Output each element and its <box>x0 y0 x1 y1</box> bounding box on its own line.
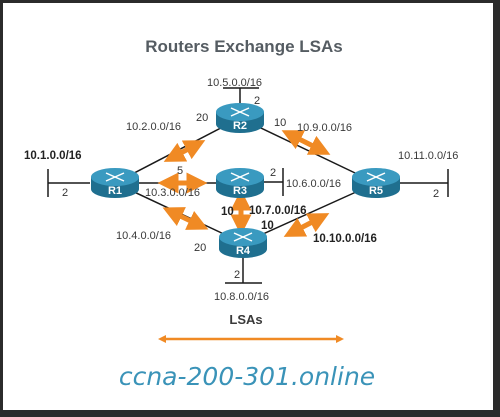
router-r1: R1 <box>91 168 139 198</box>
router-label-r3: R3 <box>233 185 247 197</box>
network-label-10-10: 10.10.0.0/16 <box>313 233 377 245</box>
network-label-10-7: 10.7.0.0/16 <box>249 205 307 217</box>
lsa-arrow-r1-r2 <box>163 140 206 162</box>
lsa-arrow-r2-r5 <box>281 130 331 155</box>
network-label-10-3: 10.3.0.0/16 <box>145 187 200 199</box>
network-label-10-2: 10.2.0.0/16 <box>126 121 181 133</box>
lsa-arrow-r1-r4 <box>162 207 209 230</box>
cost-r1-r4: 20 <box>194 242 206 254</box>
cost-r5-lan: 2 <box>433 188 439 200</box>
network-label-10-6: 10.6.0.0/16 <box>286 178 341 190</box>
cost-r2-lan: 2 <box>254 95 260 107</box>
router-label-r2: R2 <box>233 120 247 132</box>
link-r4-r5 <box>242 182 377 244</box>
network-label-10-9: 10.9.0.0/16 <box>297 122 352 134</box>
router-label-r5: R5 <box>369 185 383 197</box>
router-r3: R3 <box>216 168 264 198</box>
diagram-title: Routers Exchange LSAs <box>145 37 342 56</box>
network-label-10-4: 10.4.0.0/16 <box>116 230 171 242</box>
network-label-10-8: 10.8.0.0/16 <box>214 291 269 303</box>
router-r4: R4 <box>219 228 267 258</box>
cost-r1-r2: 20 <box>196 112 208 124</box>
router-label-r4: R4 <box>236 245 251 257</box>
cost-r3-lan: 2 <box>270 167 276 179</box>
router-label-r1: R1 <box>108 185 122 197</box>
lsa-arrow-r4-r5 <box>283 213 330 237</box>
lsa-arrows <box>157 130 345 344</box>
network-label-10-11: 10.11.0.0/16 <box>398 150 458 162</box>
network-label-10-5: 10.5.0.0/16 <box>207 77 262 89</box>
watermark-text: ccna-200-301.online <box>119 362 375 391</box>
cost-r4-lan: 2 <box>234 269 240 281</box>
cost-r4-r3: 10 <box>261 220 274 232</box>
router-r2: R2 <box>216 103 264 133</box>
cost-r2-r5: 10 <box>274 117 286 129</box>
cost-r1-r3: 5 <box>177 165 183 177</box>
lsa-legend-label: LSAs <box>229 312 262 327</box>
network-label-10-1: 10.1.0.0/16 <box>24 150 82 162</box>
cost-r3-r4: 10 <box>221 206 234 218</box>
router-r5: R5 <box>352 168 400 198</box>
cost-r1-lan: 2 <box>62 187 68 199</box>
